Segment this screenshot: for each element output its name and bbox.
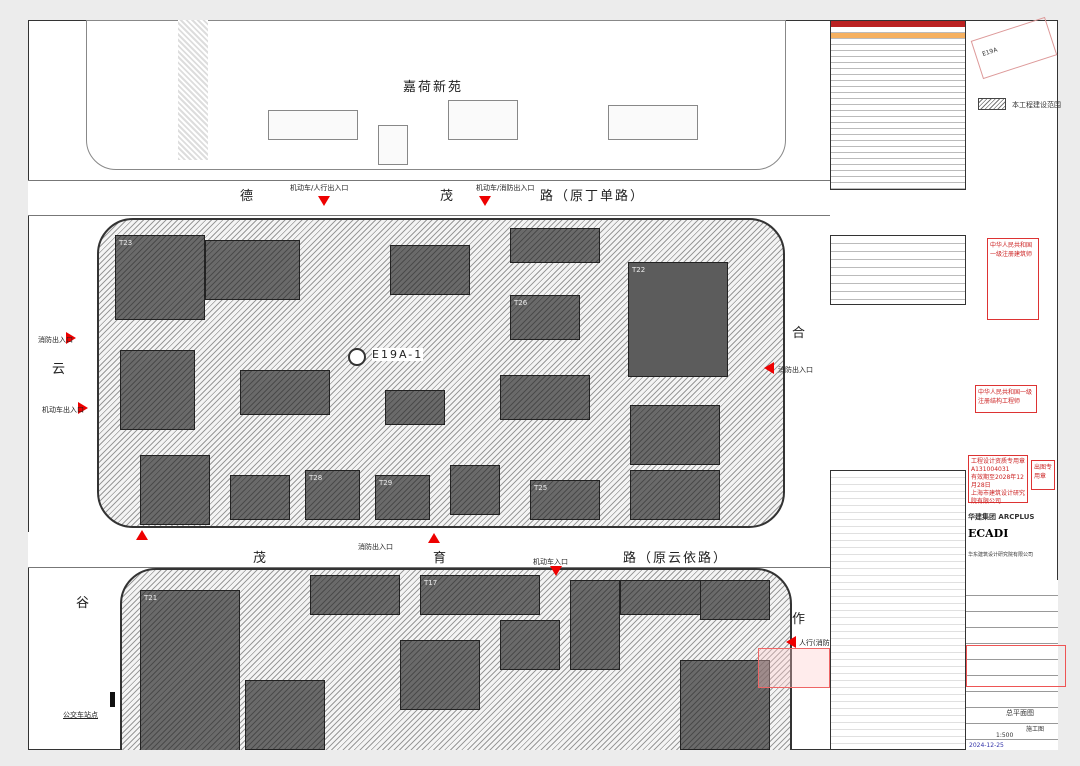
building (620, 580, 710, 615)
hatch-legend-label: 本工程建设范围 (1012, 101, 1061, 109)
entrance-marker-icon (318, 196, 330, 206)
building: T21 (140, 590, 240, 750)
revision-stamp (966, 645, 1066, 687)
pedestrian-entrance-zone (758, 648, 830, 688)
building (205, 240, 300, 300)
drawing-title: 总平面图 (1006, 708, 1034, 718)
entrance-marker-icon (550, 566, 562, 576)
building: T25 (530, 480, 600, 520)
building (230, 475, 290, 520)
building (310, 575, 400, 615)
entrance-label: 机动车/人行出入口 (290, 184, 349, 192)
neighbor-building (608, 105, 698, 140)
scale: 1:500 (996, 732, 1014, 739)
building (400, 640, 480, 710)
building (510, 228, 600, 263)
building (500, 620, 560, 670)
entrance-label: 人行(消防) (799, 639, 830, 647)
road-name: 育 (433, 551, 449, 566)
design-notes (830, 470, 966, 750)
entrance-label: 机动车入口 (533, 558, 568, 566)
road-name: 路（原云依路） (623, 551, 729, 566)
plot-id: E19A-1 (372, 348, 424, 361)
building (500, 375, 590, 420)
building (630, 405, 720, 465)
entrance-marker-icon (78, 402, 88, 414)
building (700, 580, 770, 620)
entrance-marker-icon (66, 332, 76, 344)
building-t22: T22 (628, 262, 728, 377)
design-data-table-2 (830, 235, 966, 305)
entrance-label: 消防出入口 (38, 336, 73, 344)
entrance-label: 机动车出入口 (42, 406, 84, 414)
building (450, 465, 500, 515)
road-name: 作 (792, 612, 808, 627)
neighbor-name: 嘉荷新苑 (403, 80, 464, 95)
building (240, 370, 330, 415)
road-name: 云 (52, 362, 68, 377)
north-road (28, 180, 830, 216)
road-name: 谷 (76, 596, 92, 611)
bus-stop-icon (110, 692, 115, 707)
entrance-label: 机动车/消防出入口 (476, 184, 535, 192)
road-name: 茂 (253, 551, 269, 566)
building: T17 (420, 575, 540, 615)
site-plan: 嘉荷新苑 德 茂 路（原丁单路） E19A-1 T23 T26 T22 T28 … (28, 20, 830, 750)
review-stamp: 出图专用章 (1031, 460, 1055, 490)
qualification-stamp: 工程设计资质专用章 A131004031 有效期至2028年12月28日 上海市… (968, 455, 1028, 505)
building (245, 680, 325, 750)
hatch-legend-swatch (978, 98, 1006, 110)
road-name: 合 (792, 326, 808, 341)
title-block: 总平面图 施工图 1:500 2024-12-25 (966, 580, 1066, 750)
road-name: 茂 (440, 189, 456, 204)
plot-id-marker (348, 348, 366, 366)
building (570, 580, 620, 670)
neighbor-building (268, 110, 358, 140)
design-data-table (830, 20, 966, 190)
neighbor-building (448, 100, 518, 140)
neighbor-green (178, 20, 208, 160)
building (385, 390, 445, 425)
building (120, 350, 195, 430)
date: 2024-12-25 (969, 742, 1004, 749)
company-logo: 华建集团 ARCPLUS ECADI 华东建筑设计研究院有限公司 (968, 513, 1035, 558)
building (390, 245, 470, 295)
building: T23 (115, 235, 205, 320)
building: T26 (510, 295, 580, 340)
entrance-label: 消防出入口 (778, 366, 813, 374)
building: T29 (375, 475, 430, 520)
building (680, 660, 770, 750)
entrance-marker-icon (786, 636, 796, 648)
stage: 施工图 (1026, 724, 1045, 733)
entrance-marker-icon (136, 530, 148, 540)
architect-stamp: 中华人民共和国一级注册建筑师 (987, 238, 1039, 320)
entrance-label: 消防出入口 (358, 543, 393, 551)
neighbor-building (378, 125, 408, 165)
building (140, 455, 210, 525)
entrance-marker-icon (479, 196, 491, 206)
entrance-marker-icon (428, 533, 440, 543)
bus-stop-label: 公交车站点 (63, 711, 98, 719)
building: T28 (305, 470, 360, 520)
building (630, 470, 720, 520)
road-name: 路（原丁单路） (540, 189, 646, 204)
road-name: 德 (240, 189, 256, 204)
entrance-marker-icon (764, 362, 774, 374)
engineer-stamp: 中华人民共和国一级注册结构工程师 (975, 385, 1037, 413)
